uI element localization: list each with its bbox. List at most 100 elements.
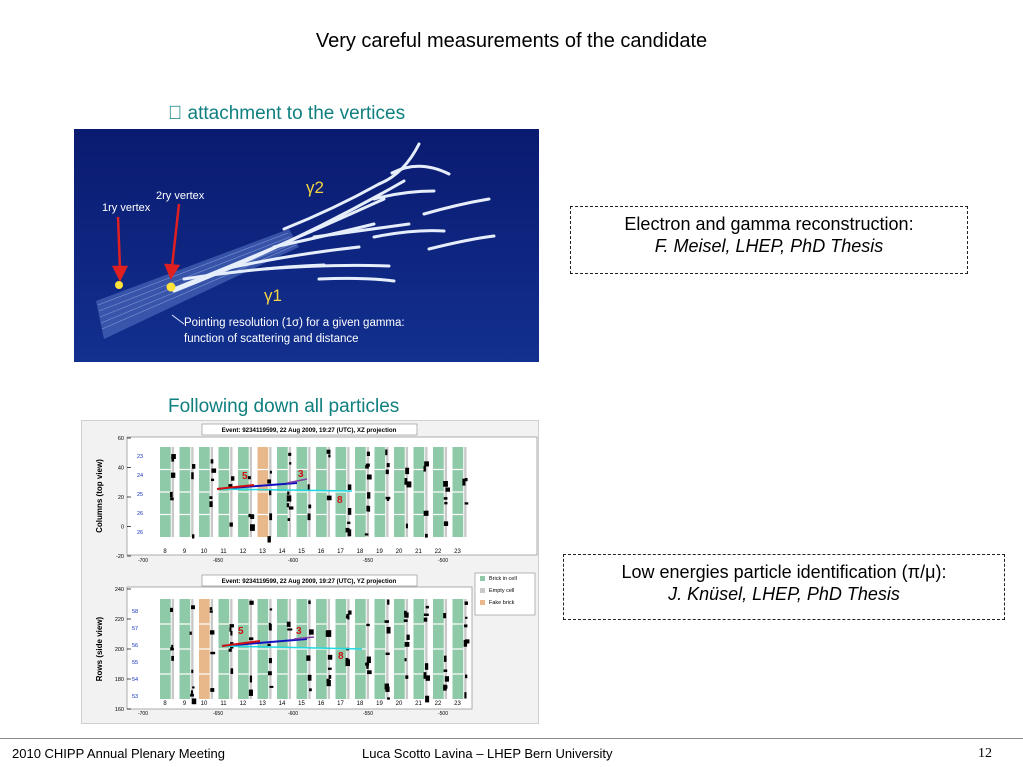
empty-cell-column xyxy=(249,447,253,537)
hit-marker xyxy=(171,454,176,460)
reference-box-reconstruction: Electron and gamma reconstruction: F. Me… xyxy=(570,206,968,274)
hit-marker xyxy=(169,491,173,498)
hit-marker xyxy=(287,628,293,631)
hit-marker xyxy=(423,617,428,622)
hit-marker xyxy=(209,610,213,613)
bottom-row-label: 54 xyxy=(132,677,138,683)
box1-line1: Electron and gamma reconstruction: xyxy=(624,214,914,234)
hit-marker xyxy=(228,648,232,652)
bottom-wall-number: 22 xyxy=(435,701,442,707)
empty-cell-column xyxy=(425,447,428,537)
hit-marker xyxy=(269,470,272,474)
hit-marker xyxy=(406,634,410,640)
empty-cell-column xyxy=(249,599,253,699)
hit-marker xyxy=(210,688,215,692)
hit-marker xyxy=(189,631,192,635)
hit-marker xyxy=(365,465,369,469)
hit-marker xyxy=(209,496,213,500)
legend-label: Brick in cell xyxy=(489,576,517,582)
bottom-track-red xyxy=(221,640,261,647)
hit-marker xyxy=(366,623,370,627)
hit-marker xyxy=(210,459,214,464)
hit-marker xyxy=(210,651,216,655)
hit-marker xyxy=(170,607,173,612)
label-gamma2: γ2 xyxy=(306,178,324,197)
empty-cell-column xyxy=(464,599,467,699)
hit-marker xyxy=(327,667,332,670)
hit-marker xyxy=(267,643,271,647)
hit-marker xyxy=(268,658,272,664)
bottom-row-label: 58 xyxy=(132,609,138,615)
hit-marker xyxy=(464,692,467,699)
hit-marker xyxy=(405,467,410,475)
bottom-track-label-8: 8 xyxy=(338,651,344,662)
top-wall-number: 23 xyxy=(454,549,461,555)
reference-box-particle-id: Low energies particle identification (π/… xyxy=(563,554,1005,620)
footer-meeting: 2010 CHIPP Annual Plenary Meeting xyxy=(12,746,225,761)
hit-marker xyxy=(365,662,370,666)
empty-cell-column xyxy=(308,447,311,537)
hit-marker xyxy=(443,481,448,487)
hit-marker xyxy=(386,626,391,634)
hit-marker xyxy=(464,624,468,628)
top-ytick-label: 40 xyxy=(118,466,124,472)
bottom-track-label-3: 3 xyxy=(296,626,302,637)
hit-marker xyxy=(328,675,332,679)
hit-marker xyxy=(289,462,292,465)
hit-marker xyxy=(425,605,429,609)
hit-marker xyxy=(191,472,194,480)
hit-marker xyxy=(308,504,312,509)
top-ytick-label: 60 xyxy=(118,436,124,442)
top-row-label: 26 xyxy=(137,511,143,517)
bottom-row-label: 55 xyxy=(132,660,138,666)
bottom-panel-title: Event: 9234119599, 22 Aug 2009, 19:27 (U… xyxy=(222,578,397,585)
hit-marker xyxy=(424,533,428,538)
footer-divider xyxy=(0,738,1023,739)
hit-marker xyxy=(406,481,412,488)
empty-cell-column xyxy=(288,447,292,537)
empty-cell-column xyxy=(405,447,409,537)
hit-marker xyxy=(404,642,410,647)
hit-marker xyxy=(385,469,389,475)
hit-marker xyxy=(325,630,329,637)
bottom-row-label: 57 xyxy=(132,626,138,632)
hit-marker xyxy=(387,599,390,605)
bottom-wall-number: 18 xyxy=(357,701,364,707)
hit-marker xyxy=(286,503,290,508)
hit-marker xyxy=(423,674,426,679)
bottom-xtick-label: -550 xyxy=(363,711,373,717)
hit-marker xyxy=(171,655,174,661)
empty-cell-column xyxy=(444,599,448,699)
hit-marker xyxy=(247,476,251,480)
hit-marker xyxy=(307,674,312,681)
top-wall-number: 21 xyxy=(415,549,422,555)
hit-marker xyxy=(191,605,195,610)
empty-cell-column xyxy=(444,447,448,537)
top-track-purple xyxy=(286,478,308,484)
top-wall-number: 14 xyxy=(279,549,286,555)
top-ytick-label: 20 xyxy=(118,495,124,501)
hit-marker xyxy=(386,463,390,468)
hit-marker xyxy=(191,534,195,539)
bottom-wall-number: 17 xyxy=(337,701,344,707)
top-ytick-label: 0 xyxy=(121,525,124,531)
legend-swatch xyxy=(480,576,485,581)
hit-marker xyxy=(404,612,409,618)
top-row-label: 25 xyxy=(137,492,143,498)
legend-swatch xyxy=(480,588,485,593)
hit-marker xyxy=(308,600,311,605)
hit-marker xyxy=(385,449,388,456)
empty-cell-column xyxy=(347,447,350,537)
bottom-xtick-label: -500 xyxy=(438,711,448,717)
hit-marker xyxy=(464,601,468,605)
box2-line2: J. Knüsel, LHEP, PhD Thesis xyxy=(668,584,900,604)
top-track-cyan xyxy=(216,488,353,492)
hit-marker xyxy=(287,491,290,495)
bottom-track-cyan xyxy=(221,645,363,650)
empty-cell-column xyxy=(210,447,214,537)
hit-marker xyxy=(248,637,254,641)
top-track-label-8: 8 xyxy=(337,495,343,506)
bottom-wall-number: 23 xyxy=(454,701,461,707)
top-xtick-label: -650 xyxy=(213,558,223,564)
bottom-xtick-label: -650 xyxy=(213,711,223,717)
